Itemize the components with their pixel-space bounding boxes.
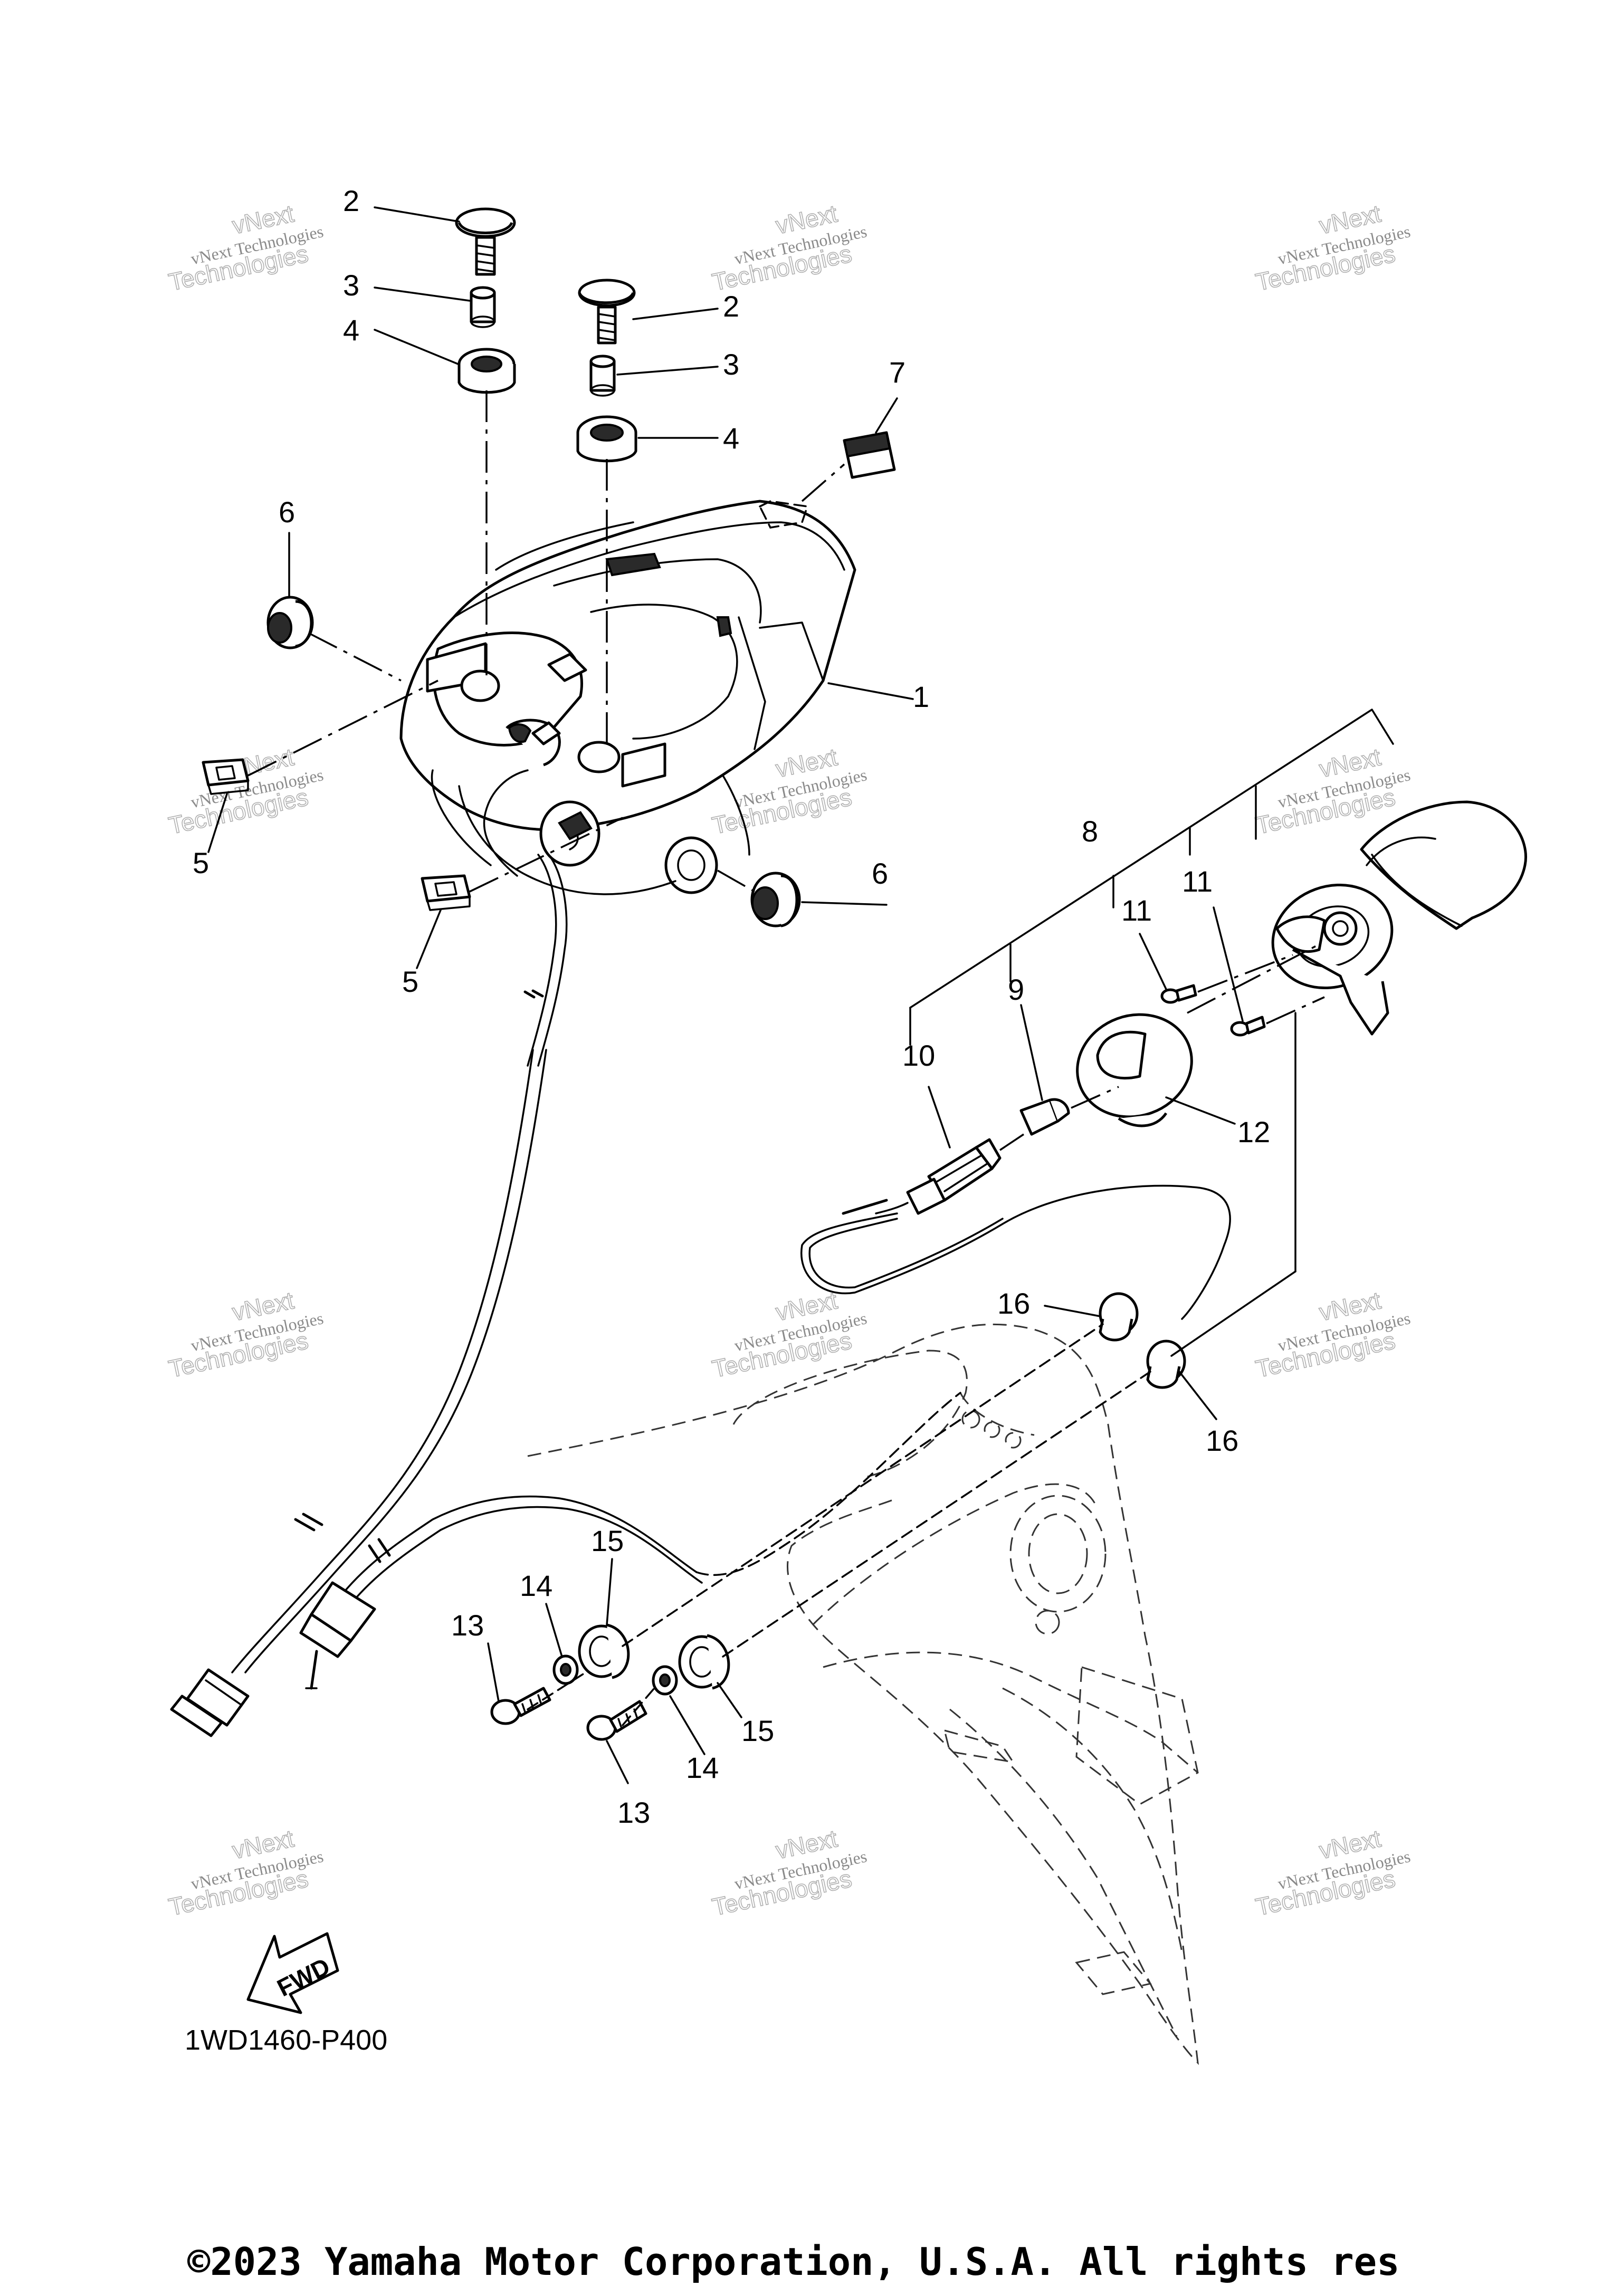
callout-9: 9 xyxy=(1008,973,1024,1006)
callout-16-upper: 16 xyxy=(997,1287,1030,1320)
label-7 xyxy=(843,431,896,479)
screw-11-b xyxy=(1230,1016,1266,1037)
callout-labels: 2 3 4 2 3 4 7 6 1 5 6 5 8 11 11 9 10 12 … xyxy=(193,184,1270,1829)
callout-2-left: 2 xyxy=(343,184,359,217)
grommet-6-right xyxy=(750,872,801,927)
bulb-socket-12 xyxy=(1076,1013,1193,1127)
watermark: Technologies vNext vNext Technologies xyxy=(709,199,869,296)
callout-12: 12 xyxy=(1237,1115,1270,1149)
screw-11-a xyxy=(1160,984,1197,1004)
license-light-wiring xyxy=(299,1392,961,1690)
grommet-15-left xyxy=(578,1623,630,1679)
callout-15-left: 15 xyxy=(591,1524,624,1557)
leader-lines xyxy=(207,206,1244,1784)
watermark: Technologies vNext vNext Technologies xyxy=(166,199,325,296)
watermark: Technologies vNext vNext Technologies xyxy=(166,1824,325,1921)
screw-13-left xyxy=(490,1687,551,1725)
callout-6-right: 6 xyxy=(872,857,888,890)
license-light-lens-cover xyxy=(1360,800,1527,930)
callout-14-right: 14 xyxy=(686,1751,719,1784)
grommet-15-right xyxy=(678,1634,730,1690)
watermark: Technologies vNext vNext Technologies xyxy=(1253,1286,1412,1383)
callout-15-right: 15 xyxy=(741,1714,774,1747)
callout-11-b: 11 xyxy=(1182,865,1213,898)
callout-6-left: 6 xyxy=(279,495,295,529)
tail-light-housing xyxy=(399,500,856,895)
callout-13-left: 13 xyxy=(451,1609,484,1642)
watermarks: Technologies vNext vNext Technologies Te… xyxy=(166,199,1412,1921)
callout-13-right: 13 xyxy=(617,1796,650,1829)
forward-direction-arrow: FWD xyxy=(246,1932,339,2014)
watermark: Technologies vNext vNext Technologies xyxy=(709,1286,869,1383)
collar-3-left xyxy=(470,286,496,328)
callout-4-left: 4 xyxy=(343,313,359,347)
bulb-connector-10 xyxy=(800,1138,1231,1320)
screw-2-left xyxy=(455,207,516,276)
diagram-part-code: 1WD1460-P400 xyxy=(185,2024,387,2056)
license-light-housing-12 xyxy=(1271,883,1394,1036)
watermark: Technologies vNext vNext Technologies xyxy=(166,1286,325,1383)
callout-8: 8 xyxy=(1082,815,1098,848)
callout-10: 10 xyxy=(902,1039,935,1072)
callout-2-right: 2 xyxy=(723,290,739,323)
callout-3-left: 3 xyxy=(343,269,359,302)
rear-fender-outline xyxy=(527,1323,1199,2065)
callout-14-left: 14 xyxy=(520,1569,552,1602)
callout-5-lower: 5 xyxy=(402,965,418,998)
callout-4-right: 4 xyxy=(723,422,739,455)
watermark: Technologies vNext vNext Technologies xyxy=(1253,1824,1412,1921)
callout-11-a: 11 xyxy=(1121,894,1152,927)
callout-1: 1 xyxy=(913,680,929,713)
watermark: Technologies vNext vNext Technologies xyxy=(166,742,325,839)
callout-5-upper: 5 xyxy=(193,846,209,879)
clip-5-lower xyxy=(421,874,471,911)
clip-5-upper xyxy=(202,758,250,795)
copyright-notice: ©2023 Yamaha Motor Corporation, U.S.A. A… xyxy=(187,2240,1400,2284)
watermark: Technologies vNext vNext Technologies xyxy=(1253,199,1412,296)
screw-2-right xyxy=(578,279,636,345)
washer-14-right xyxy=(652,1665,678,1696)
watermark: Technologies vNext vNext Technologies xyxy=(709,1824,869,1921)
grommet-6-left xyxy=(266,596,314,649)
assembly-bracket-8 xyxy=(909,709,1394,1357)
callout-3-right: 3 xyxy=(723,348,739,381)
grommet-16-upper xyxy=(1099,1292,1139,1342)
callout-16-lower: 16 xyxy=(1206,1424,1238,1457)
reference-lines xyxy=(247,390,1325,1726)
grommet-4-left xyxy=(457,348,516,394)
grommet-16-lower xyxy=(1146,1340,1186,1389)
bulb-9 xyxy=(1019,1098,1070,1136)
washer-14-left xyxy=(552,1654,579,1685)
tail-light-wiring xyxy=(170,854,568,1737)
grommet-4-right xyxy=(576,415,637,463)
callout-7: 7 xyxy=(889,356,905,389)
collar-3-right xyxy=(589,355,616,397)
